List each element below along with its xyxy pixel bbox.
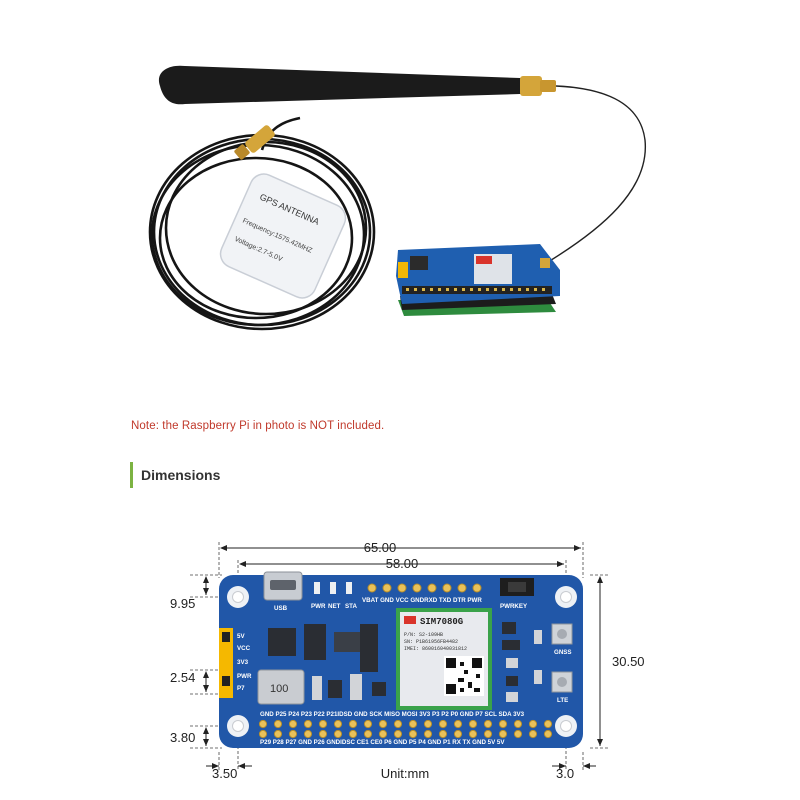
gpio-pad <box>528 729 538 739</box>
gpio-pad <box>453 729 463 739</box>
gpio-pad <box>453 719 463 729</box>
gpio-pad <box>513 729 523 739</box>
inductor <box>257 669 305 705</box>
note-text: Note: the Raspberry Pi in photo is NOT i… <box>131 420 385 432</box>
section-header: Dimensions <box>130 462 220 488</box>
gpio-pad <box>423 719 433 729</box>
gpio-pad <box>468 729 478 739</box>
hat-stack-photo <box>396 244 560 316</box>
module-pn: P/N: S2-109HB <box>404 632 443 638</box>
gpio-pad <box>543 729 553 739</box>
mounting-holes <box>227 586 577 737</box>
gpio-pad <box>483 729 493 739</box>
switch-label-vcc: VCC <box>237 645 251 652</box>
dim-switch-pitch: 2.54 <box>170 670 195 685</box>
status-leds <box>314 582 352 594</box>
gps-sma-connector <box>234 125 275 160</box>
top-pin-header <box>367 583 482 593</box>
gpio-pad <box>423 729 433 739</box>
module-sn: SN: P1B61956FB4482 <box>404 639 458 645</box>
gps-antenna-patch: GPS ANTENNA Frequency:1575.42MHZ Voltage… <box>219 173 347 299</box>
dim-overall-width: 65.00 <box>364 540 397 555</box>
dimension-lines <box>203 545 603 769</box>
gpio-header <box>258 719 553 739</box>
lte-antenna <box>158 65 556 105</box>
lte-ipex-connector <box>551 671 573 693</box>
inductor-label: 100 <box>270 683 288 695</box>
dim-unit: Unit:mm <box>381 766 429 781</box>
dim-top-offset: 9.95 <box>170 596 195 611</box>
gpio-pad <box>363 729 373 739</box>
gpio-pad <box>363 719 373 729</box>
gpio-pad <box>393 729 403 739</box>
gpio-pad <box>348 719 358 729</box>
gpio-pad <box>288 719 298 729</box>
switch-label-3v3: 3V3 <box>237 659 249 666</box>
dim-height: 30.50 <box>612 654 645 669</box>
dimension-drawing: 65.00 58.00 9.95 2.54 3.80 30.50 3.50 3.… <box>170 540 645 781</box>
gpio-pad <box>333 729 343 739</box>
hat-board: USB PWR NET STA VBAT GND VCC GNDRXD TXD … <box>219 571 583 748</box>
led-label-net: NET <box>328 603 341 610</box>
regulator-chip <box>268 628 296 656</box>
dim-right-offset: 3.0 <box>556 766 574 781</box>
gpio-pad <box>288 729 298 739</box>
section-accent-bar <box>130 462 133 488</box>
gpio-pad <box>543 719 553 729</box>
sim7080g-module: SIM7080G P/N: S2-109HB SN: P1B61956FB448… <box>396 608 492 710</box>
gpio-pad <box>378 729 388 739</box>
gpio-pad <box>408 719 418 729</box>
gpio-pad <box>498 729 508 739</box>
section-title: Dimensions <box>141 467 221 483</box>
gnss-label: GNSS <box>554 649 572 656</box>
switch-label-p7: P7 <box>237 685 245 692</box>
dim-hole-spacing-x: 58.00 <box>386 556 419 571</box>
gpio-pad <box>303 729 313 739</box>
voltage-switch <box>219 628 233 698</box>
ipex-cable <box>547 85 646 263</box>
lte-label: LTE <box>557 697 568 704</box>
gpio-pad <box>483 719 493 729</box>
gpio-pad <box>438 729 448 739</box>
module-imei: IMEI: 860016040031812 <box>404 646 467 652</box>
gpio-pad <box>498 719 508 729</box>
gpio-pad <box>408 729 418 739</box>
gpio-labels-row1: GND P25 P24 P23 P22 P21IDSD GND SCK MISO… <box>260 711 525 718</box>
product-photo: GPS ANTENNA Frequency:1575.42MHZ Voltage… <box>148 65 646 331</box>
top-header-labels: VBAT GND VCC GNDRXD TXD DTR PWR <box>362 597 482 604</box>
gpio-pad <box>348 729 358 739</box>
gpio-pad <box>318 729 328 739</box>
gpio-pad <box>468 719 478 729</box>
gpio-pad <box>303 719 313 729</box>
gpio-pad <box>273 719 283 729</box>
gpio-labels-row2: P29 P28 P27 GND P26 GNDIDSC CE1 CE0 P6 G… <box>260 739 505 746</box>
gpio-pad <box>438 719 448 729</box>
switch-label-5v: 5V <box>237 633 245 640</box>
switch-label-pwr: PWR <box>237 673 252 680</box>
gpio-pad <box>393 719 403 729</box>
dim-left-offset: 3.50 <box>212 766 237 781</box>
usb-label: USB <box>274 605 288 612</box>
module-name: SIM7080G <box>420 617 463 627</box>
gpio-pad <box>273 729 283 739</box>
gnss-ipex-connector <box>551 623 573 645</box>
gpio-pad <box>258 729 268 739</box>
gpio-pad <box>258 719 268 729</box>
gpio-pad <box>378 719 388 729</box>
gpio-pad <box>333 719 343 729</box>
led-label-sta: STA <box>345 603 357 610</box>
gpio-pad <box>318 719 328 729</box>
dim-bottom-offset: 3.80 <box>170 730 195 745</box>
pwrkey-label: PWRKEY <box>500 603 528 610</box>
gpio-pad <box>528 719 538 729</box>
led-label-pwr: PWR <box>311 603 326 610</box>
gpio-pad <box>513 719 523 729</box>
